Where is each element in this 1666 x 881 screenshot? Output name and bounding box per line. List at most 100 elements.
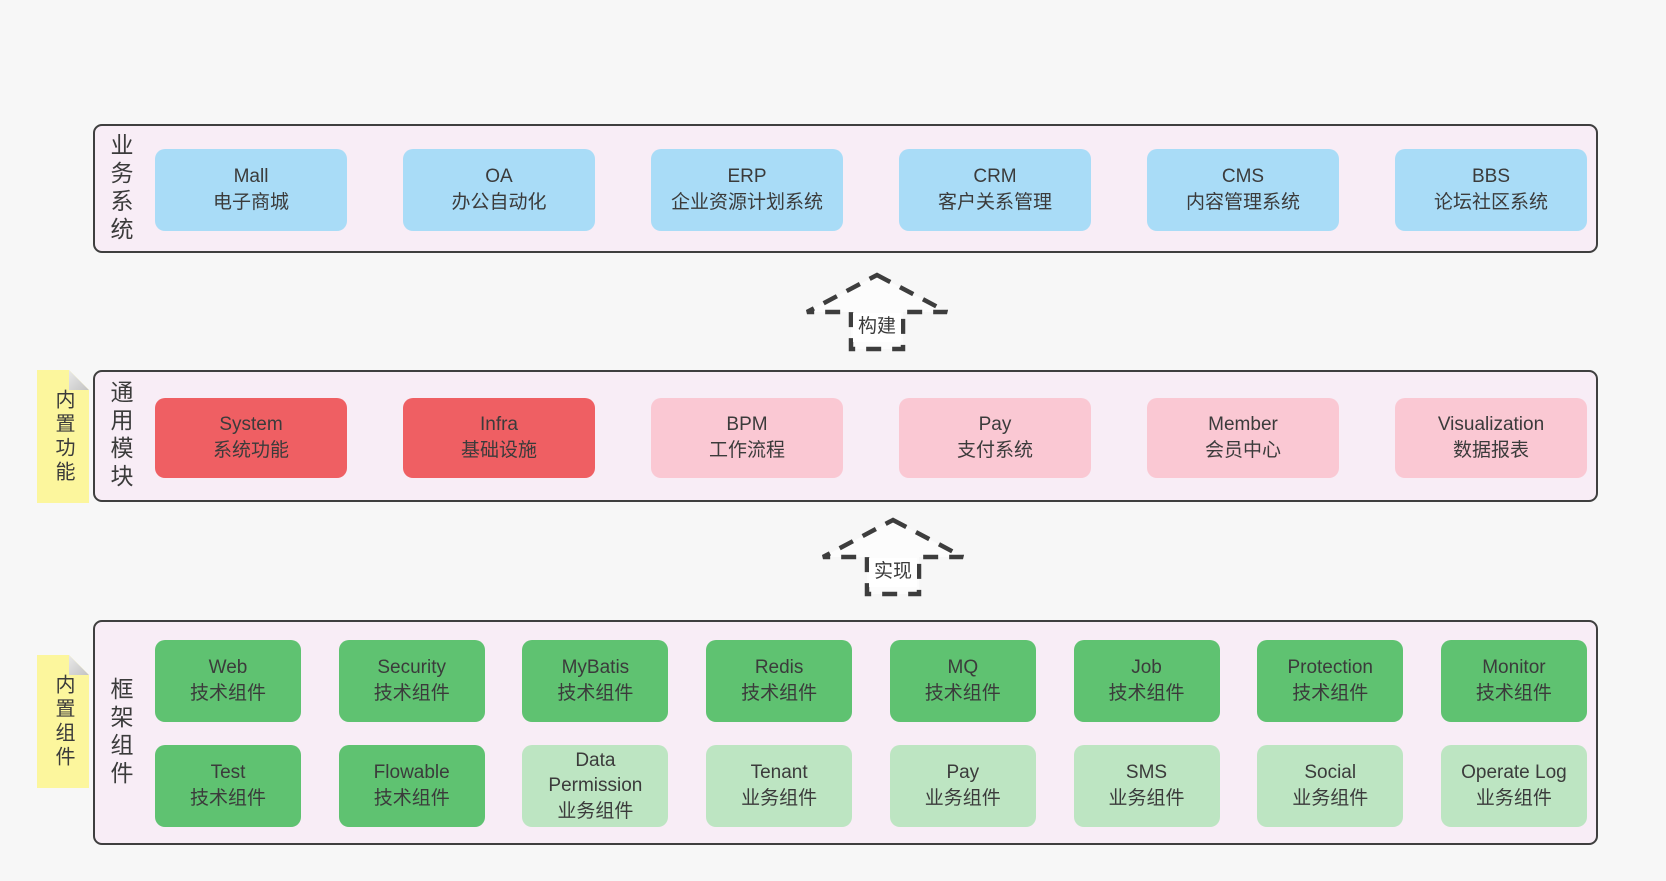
box-data-permission: Data Permission 业务组件 (522, 745, 669, 827)
sticky-note-builtin-components-label: 内置组件 (52, 673, 74, 770)
box-title: System (219, 414, 283, 436)
box-web: Web 技术组件 (155, 640, 301, 722)
arrow-implement-label: 实现 (868, 558, 918, 587)
box-subtitle: 业务组件 (924, 788, 1001, 809)
box-subtitle: 技术组件 (1292, 683, 1369, 704)
box-title: MyBatis (561, 657, 630, 679)
sticky-note-builtin-components: 内置组件 (37, 655, 89, 788)
box-monitor: Monitor 技术组件 (1440, 640, 1587, 722)
box-title: OA (485, 166, 513, 188)
box-subtitle: 业务组件 (741, 788, 818, 809)
box-subtitle: 技术组件 (741, 683, 818, 704)
box-subtitle: 企业资源计划系统 (670, 192, 823, 213)
box-title: Mall (233, 166, 269, 188)
box-subtitle: 技术组件 (1108, 683, 1185, 704)
box-title: CRM (973, 166, 1017, 188)
sticky-note-builtin-features-label: 内置功能 (52, 388, 74, 485)
box-subtitle: 办公自动化 (451, 192, 547, 213)
box-title: Flowable (373, 762, 450, 784)
box-operate-log: Operate Log 业务组件 (1440, 745, 1587, 827)
box-subtitle: 技术组件 (189, 683, 266, 704)
box-pay-component: Pay 业务组件 (889, 745, 1036, 827)
box-subtitle: 数据报表 (1452, 440, 1529, 461)
box-infra: Infra 基础设施 (403, 398, 595, 478)
panel-business-systems: 业务系统 Mall 电子商城 OA 办公自动化 ERP 企业资源计划系统 CRM… (93, 124, 1598, 253)
box-title: Pay (946, 762, 980, 784)
sticky-note-builtin-features: 内置功能 (37, 370, 89, 503)
box-mq: MQ 技术组件 (889, 640, 1036, 722)
box-title: Infra (479, 414, 519, 436)
box-title: Pay (978, 414, 1012, 436)
box-subtitle: 客户关系管理 (937, 192, 1052, 213)
box-member: Member 会员中心 (1147, 398, 1339, 478)
framework-components-row-2: Test 技术组件 Flowable 技术组件 Data Permission … (155, 745, 1587, 827)
box-subtitle: 基础设施 (460, 440, 537, 461)
box-bpm: BPM 工作流程 (651, 398, 843, 478)
arrow-up-icon (805, 272, 949, 352)
box-subtitle: 电子商城 (212, 192, 289, 213)
box-title: Job (1131, 657, 1162, 679)
box-title: SMS (1125, 762, 1168, 784)
arrow-build: 构建 (805, 272, 949, 352)
box-subtitle: 业务组件 (1108, 788, 1185, 809)
box-subtitle: 技术组件 (924, 683, 1001, 704)
arrow-build-label: 构建 (852, 313, 902, 342)
panel-framework-components: 框架组件 Web 技术组件 Security 技术组件 MyBatis 技术组件… (93, 620, 1598, 845)
box-pay-system: Pay 支付系统 (899, 398, 1091, 478)
box-title: Monitor (1482, 657, 1546, 679)
box-title: Member (1208, 414, 1278, 436)
box-title: Data Permission (548, 749, 643, 797)
arrow-implement: 实现 (821, 517, 965, 597)
box-redis: Redis 技术组件 (706, 640, 853, 722)
framework-components-row-1: Web 技术组件 Security 技术组件 MyBatis 技术组件 Redi… (155, 640, 1587, 722)
box-oa: OA 办公自动化 (403, 149, 595, 231)
box-subtitle: 技术组件 (373, 683, 450, 704)
box-subtitle: 支付系统 (956, 440, 1033, 461)
box-title: Tenant (750, 762, 808, 784)
box-subtitle: 工作流程 (708, 440, 785, 461)
box-subtitle: 会员中心 (1204, 440, 1281, 461)
box-title: Social (1304, 762, 1357, 784)
box-title: Test (210, 762, 246, 784)
panel-common-modules-label: 通用模块 (107, 380, 133, 492)
box-title: Web (208, 657, 248, 679)
box-security: Security 技术组件 (338, 640, 485, 722)
panel-framework-components-label: 框架组件 (107, 676, 133, 789)
box-visualization: Visualization 数据报表 (1395, 398, 1587, 478)
panel-business-systems-label: 业务系统 (107, 132, 133, 245)
business-systems-row: Mall 电子商城 OA 办公自动化 ERP 企业资源计划系统 CRM 客户关系… (155, 149, 1587, 231)
box-subtitle: 业务组件 (557, 800, 634, 822)
box-subtitle: 技术组件 (189, 788, 266, 809)
box-title: BBS (1471, 166, 1511, 188)
box-title: Redis (754, 657, 804, 679)
box-subtitle: 技术组件 (373, 788, 450, 809)
box-subtitle: 技术组件 (1475, 683, 1552, 704)
box-subtitle: 系统功能 (212, 440, 289, 461)
box-protection: Protection 技术组件 (1257, 640, 1404, 722)
box-title: ERP (727, 166, 767, 188)
box-erp: ERP 企业资源计划系统 (651, 149, 843, 231)
box-tenant: Tenant 业务组件 (706, 745, 853, 827)
box-subtitle: 论坛社区系统 (1433, 192, 1548, 213)
box-title: CMS (1221, 166, 1265, 188)
box-subtitle: 业务组件 (1475, 788, 1552, 809)
box-title: Protection (1287, 657, 1373, 679)
box-title: MQ (947, 657, 979, 679)
box-sms: SMS 业务组件 (1073, 745, 1220, 827)
box-title: Operate Log (1461, 762, 1567, 784)
common-modules-row: System 系统功能 Infra 基础设施 BPM 工作流程 Pay 支付系统… (155, 398, 1587, 478)
box-social: Social 业务组件 (1257, 745, 1404, 827)
box-subtitle: 业务组件 (1292, 788, 1369, 809)
box-cms: CMS 内容管理系统 (1147, 149, 1339, 231)
box-flowable: Flowable 技术组件 (338, 745, 485, 827)
panel-common-modules: 通用模块 System 系统功能 Infra 基础设施 BPM 工作流程 Pay… (93, 370, 1598, 502)
box-crm: CRM 客户关系管理 (899, 149, 1091, 231)
box-job: Job 技术组件 (1073, 640, 1220, 722)
box-test: Test 技术组件 (155, 745, 301, 827)
box-title: Security (377, 657, 447, 679)
arrow-up-icon (821, 517, 965, 597)
box-system: System 系统功能 (155, 398, 347, 478)
box-title: BPM (726, 414, 768, 436)
box-subtitle: 技术组件 (557, 683, 634, 704)
